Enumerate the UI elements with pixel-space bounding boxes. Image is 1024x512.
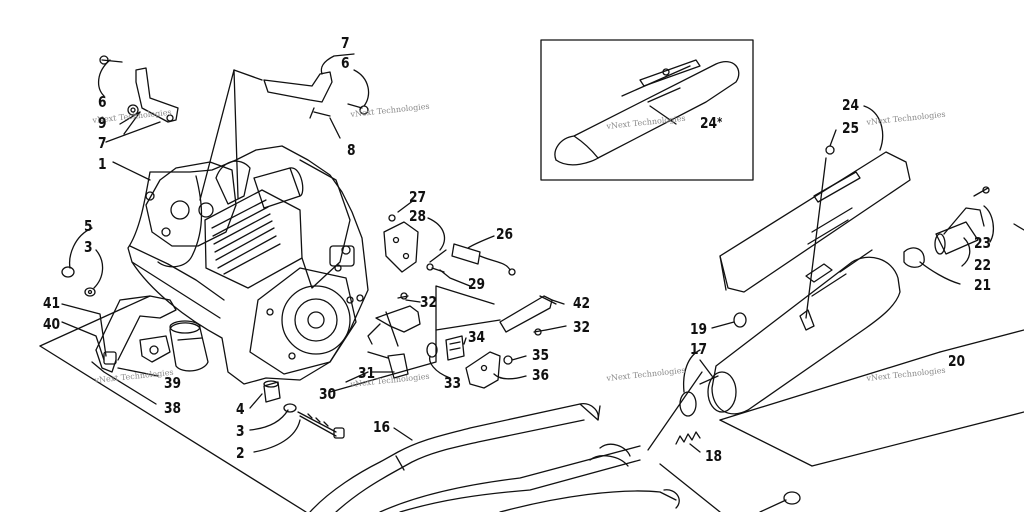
part-number-7: 7	[341, 34, 350, 52]
part-number-16: 16	[373, 418, 391, 436]
part-number-42: 42	[573, 294, 591, 312]
engine-mount-brackets	[99, 55, 369, 201]
part-number-5: 5	[84, 217, 93, 235]
part-number-31: 31	[358, 364, 376, 382]
part-number-6: 6	[341, 54, 350, 72]
part-number-40: 40	[43, 315, 61, 333]
part-number-9: 9	[98, 114, 107, 132]
part-number-29: 29	[468, 275, 486, 293]
part-number-22: 22	[974, 256, 992, 274]
part-number-1: 1	[98, 155, 107, 173]
engine-assembly	[127, 145, 369, 385]
exhaust-pipes	[309, 403, 680, 512]
part-number-39: 39	[164, 374, 182, 392]
part-number-34: 34	[468, 328, 486, 346]
part-number-26: 26	[496, 225, 514, 243]
leader-lines	[39, 53, 995, 512]
part-number-41: 41	[43, 294, 61, 312]
part-number-35: 35	[532, 346, 550, 364]
part-number-24: 24	[842, 96, 860, 114]
part-number-20: 20	[948, 352, 966, 370]
part-number-24-text: 24	[700, 114, 718, 132]
part-number-7: 7	[98, 134, 107, 152]
part-number-3: 3	[84, 238, 93, 256]
part-number-27: 27	[409, 188, 427, 206]
part-number-2: 2	[236, 444, 245, 462]
part-number-17: 17	[690, 340, 708, 358]
part-number-18: 18	[705, 447, 723, 465]
part-number-8: 8	[347, 141, 356, 159]
part-number-24-asterisk: *	[717, 115, 723, 129]
left-small-parts	[61, 266, 345, 439]
part-number-36: 36	[532, 366, 550, 384]
part-number-32: 32	[420, 293, 438, 311]
part-number-32: 32	[573, 318, 591, 336]
part-number-4: 4	[236, 400, 245, 418]
part-number-3: 3	[236, 422, 245, 440]
part-number-30: 30	[319, 385, 337, 403]
part-number-23: 23	[974, 234, 992, 252]
part-number-21: 21	[974, 276, 992, 294]
inset-heat-shield-detail	[540, 39, 754, 181]
part-number-25: 25	[842, 119, 860, 137]
part-number-6: 6	[98, 93, 107, 111]
part-number-33: 33	[444, 374, 462, 392]
part-number-24-inset: 24*	[700, 116, 722, 131]
part-number-19: 19	[690, 320, 708, 338]
part-number-38: 38	[164, 399, 182, 417]
part-number-28: 28	[409, 207, 427, 225]
